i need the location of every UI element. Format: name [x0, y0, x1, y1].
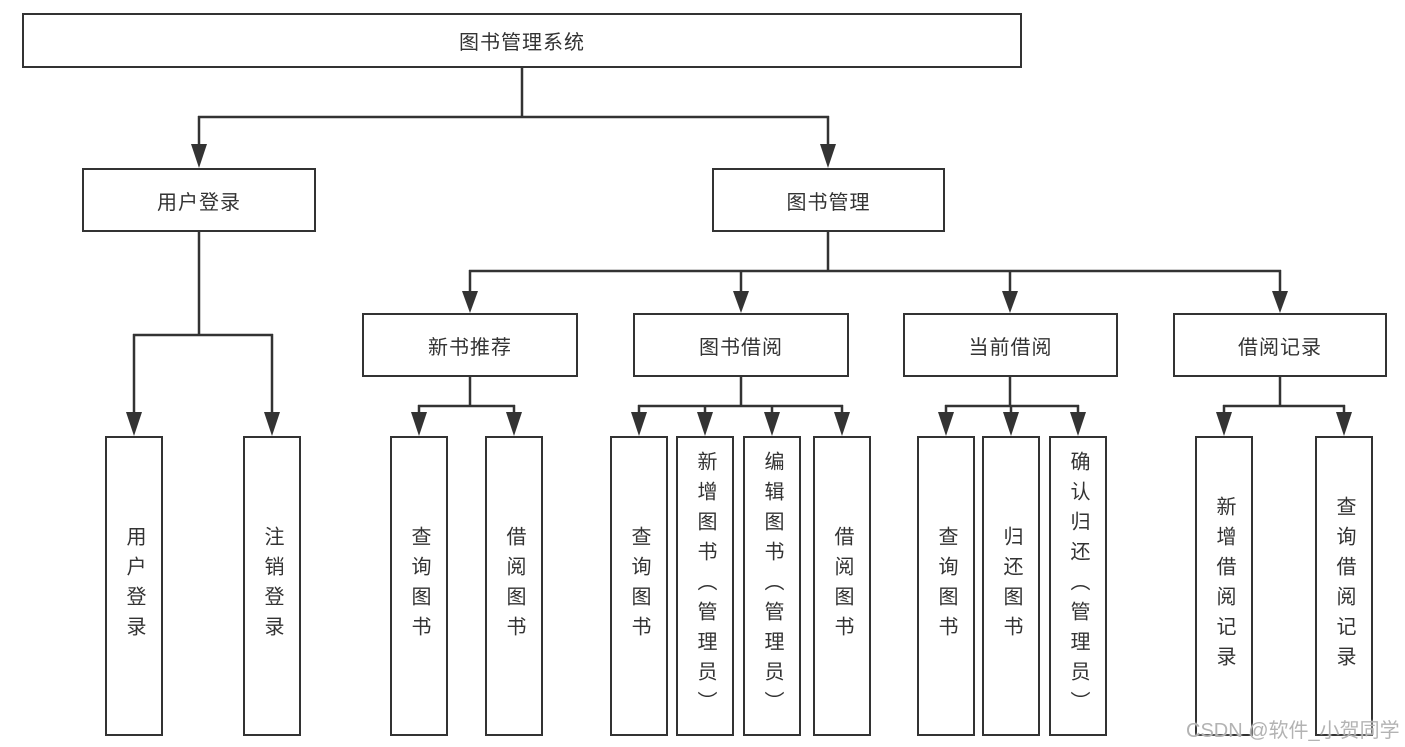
- node-leaf-logout: 注销登录: [243, 436, 301, 736]
- node-book-management-label: 图书管理: [786, 191, 871, 214]
- node-leaf-edit-book-admin: 编辑图书（管理员）: [743, 436, 801, 736]
- node-leaf-borrow-books-recommend-label: 借阅图书: [503, 526, 525, 646]
- node-borrow-records-label: 借阅记录: [1238, 336, 1322, 359]
- node-leaf-edit-book-admin-label: 编辑图书（管理员）: [761, 451, 783, 721]
- node-leaf-confirm-return-admin-label: 确认归还（管理员）: [1067, 451, 1089, 721]
- node-leaf-query-books-current-label: 查询图书: [935, 526, 957, 646]
- node-current-borrow: 当前借阅: [903, 313, 1118, 377]
- node-leaf-query-books-current: 查询图书: [917, 436, 975, 736]
- node-new-book-recommend-label: 新书推荐: [428, 336, 512, 359]
- node-leaf-borrow-books-label: 借阅图书: [831, 526, 853, 646]
- node-leaf-query-books-borrow: 查询图书: [610, 436, 668, 736]
- node-leaf-add-borrow-record: 新增借阅记录: [1195, 436, 1253, 736]
- node-leaf-user-login: 用户登录: [105, 436, 163, 736]
- node-leaf-user-login-label: 用户登录: [123, 526, 145, 646]
- node-leaf-query-borrow-record-label: 查询借阅记录: [1333, 496, 1355, 676]
- node-user-login-label: 用户登录: [157, 191, 241, 214]
- node-leaf-add-borrow-record-label: 新增借阅记录: [1213, 496, 1235, 676]
- node-leaf-borrow-books-recommend: 借阅图书: [485, 436, 543, 736]
- node-leaf-return-book-label: 归还图书: [1000, 526, 1022, 646]
- node-book-management: 图书管理: [712, 168, 945, 232]
- node-leaf-query-books-recommend: 查询图书: [390, 436, 448, 736]
- node-new-book-recommend: 新书推荐: [362, 313, 578, 377]
- node-leaf-borrow-books: 借阅图书: [813, 436, 871, 736]
- node-library-system-label: 图书管理系统: [459, 32, 585, 54]
- node-leaf-query-books-recommend-label: 查询图书: [408, 526, 430, 646]
- node-book-borrow-label: 图书借阅: [699, 336, 783, 359]
- node-current-borrow-label: 当前借阅: [968, 336, 1053, 359]
- watermark-text: CSDN @软件_小贺同学: [1186, 720, 1400, 742]
- node-book-borrow: 图书借阅: [633, 313, 849, 377]
- node-leaf-add-book-admin-label: 新增图书（管理员）: [694, 451, 716, 721]
- node-leaf-return-book: 归还图书: [982, 436, 1040, 736]
- node-user-login: 用户登录: [82, 168, 316, 232]
- node-borrow-records: 借阅记录: [1173, 313, 1387, 377]
- node-library-system: 图书管理系统: [22, 13, 1022, 68]
- node-leaf-logout-label: 注销登录: [261, 526, 283, 646]
- node-leaf-query-books-borrow-label: 查询图书: [628, 526, 650, 646]
- node-leaf-add-book-admin: 新增图书（管理员）: [676, 436, 734, 736]
- node-leaf-query-borrow-record: 查询借阅记录: [1315, 436, 1373, 736]
- node-leaf-confirm-return-admin: 确认归还（管理员）: [1049, 436, 1107, 736]
